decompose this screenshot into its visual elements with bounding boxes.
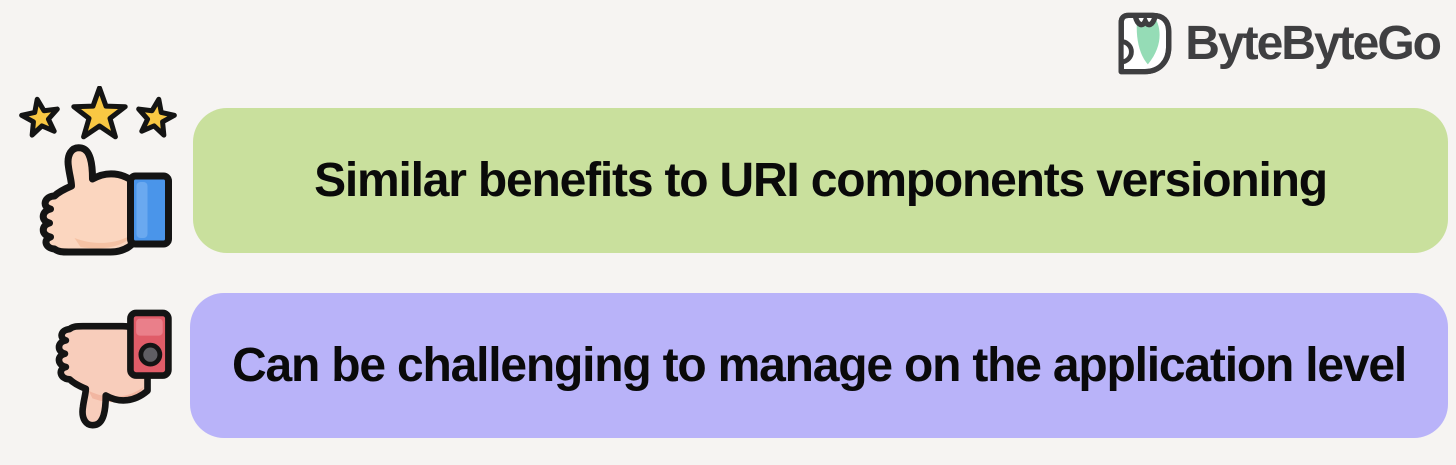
- thumbs-down-icon: [26, 296, 176, 438]
- bytebytego-logo-text: ByteByteGo: [1185, 17, 1442, 70]
- star-icon: [136, 96, 177, 138]
- star-icon: [19, 96, 60, 138]
- star-icon: [71, 86, 128, 140]
- con-text: Can be challenging to manage on the appl…: [232, 339, 1407, 392]
- pro-box: Similar benefits to URI components versi…: [193, 108, 1448, 253]
- bytebytego-logo: ByteByteGo: [1115, 12, 1442, 76]
- con-box: Can be challenging to manage on the appl…: [190, 293, 1448, 438]
- cuff-button: [138, 342, 163, 367]
- thumbs-up-with-stars-icon: [8, 86, 184, 258]
- bytebytego-logo-icon: [1118, 12, 1172, 75]
- pro-text: Similar benefits to URI components versi…: [314, 154, 1328, 207]
